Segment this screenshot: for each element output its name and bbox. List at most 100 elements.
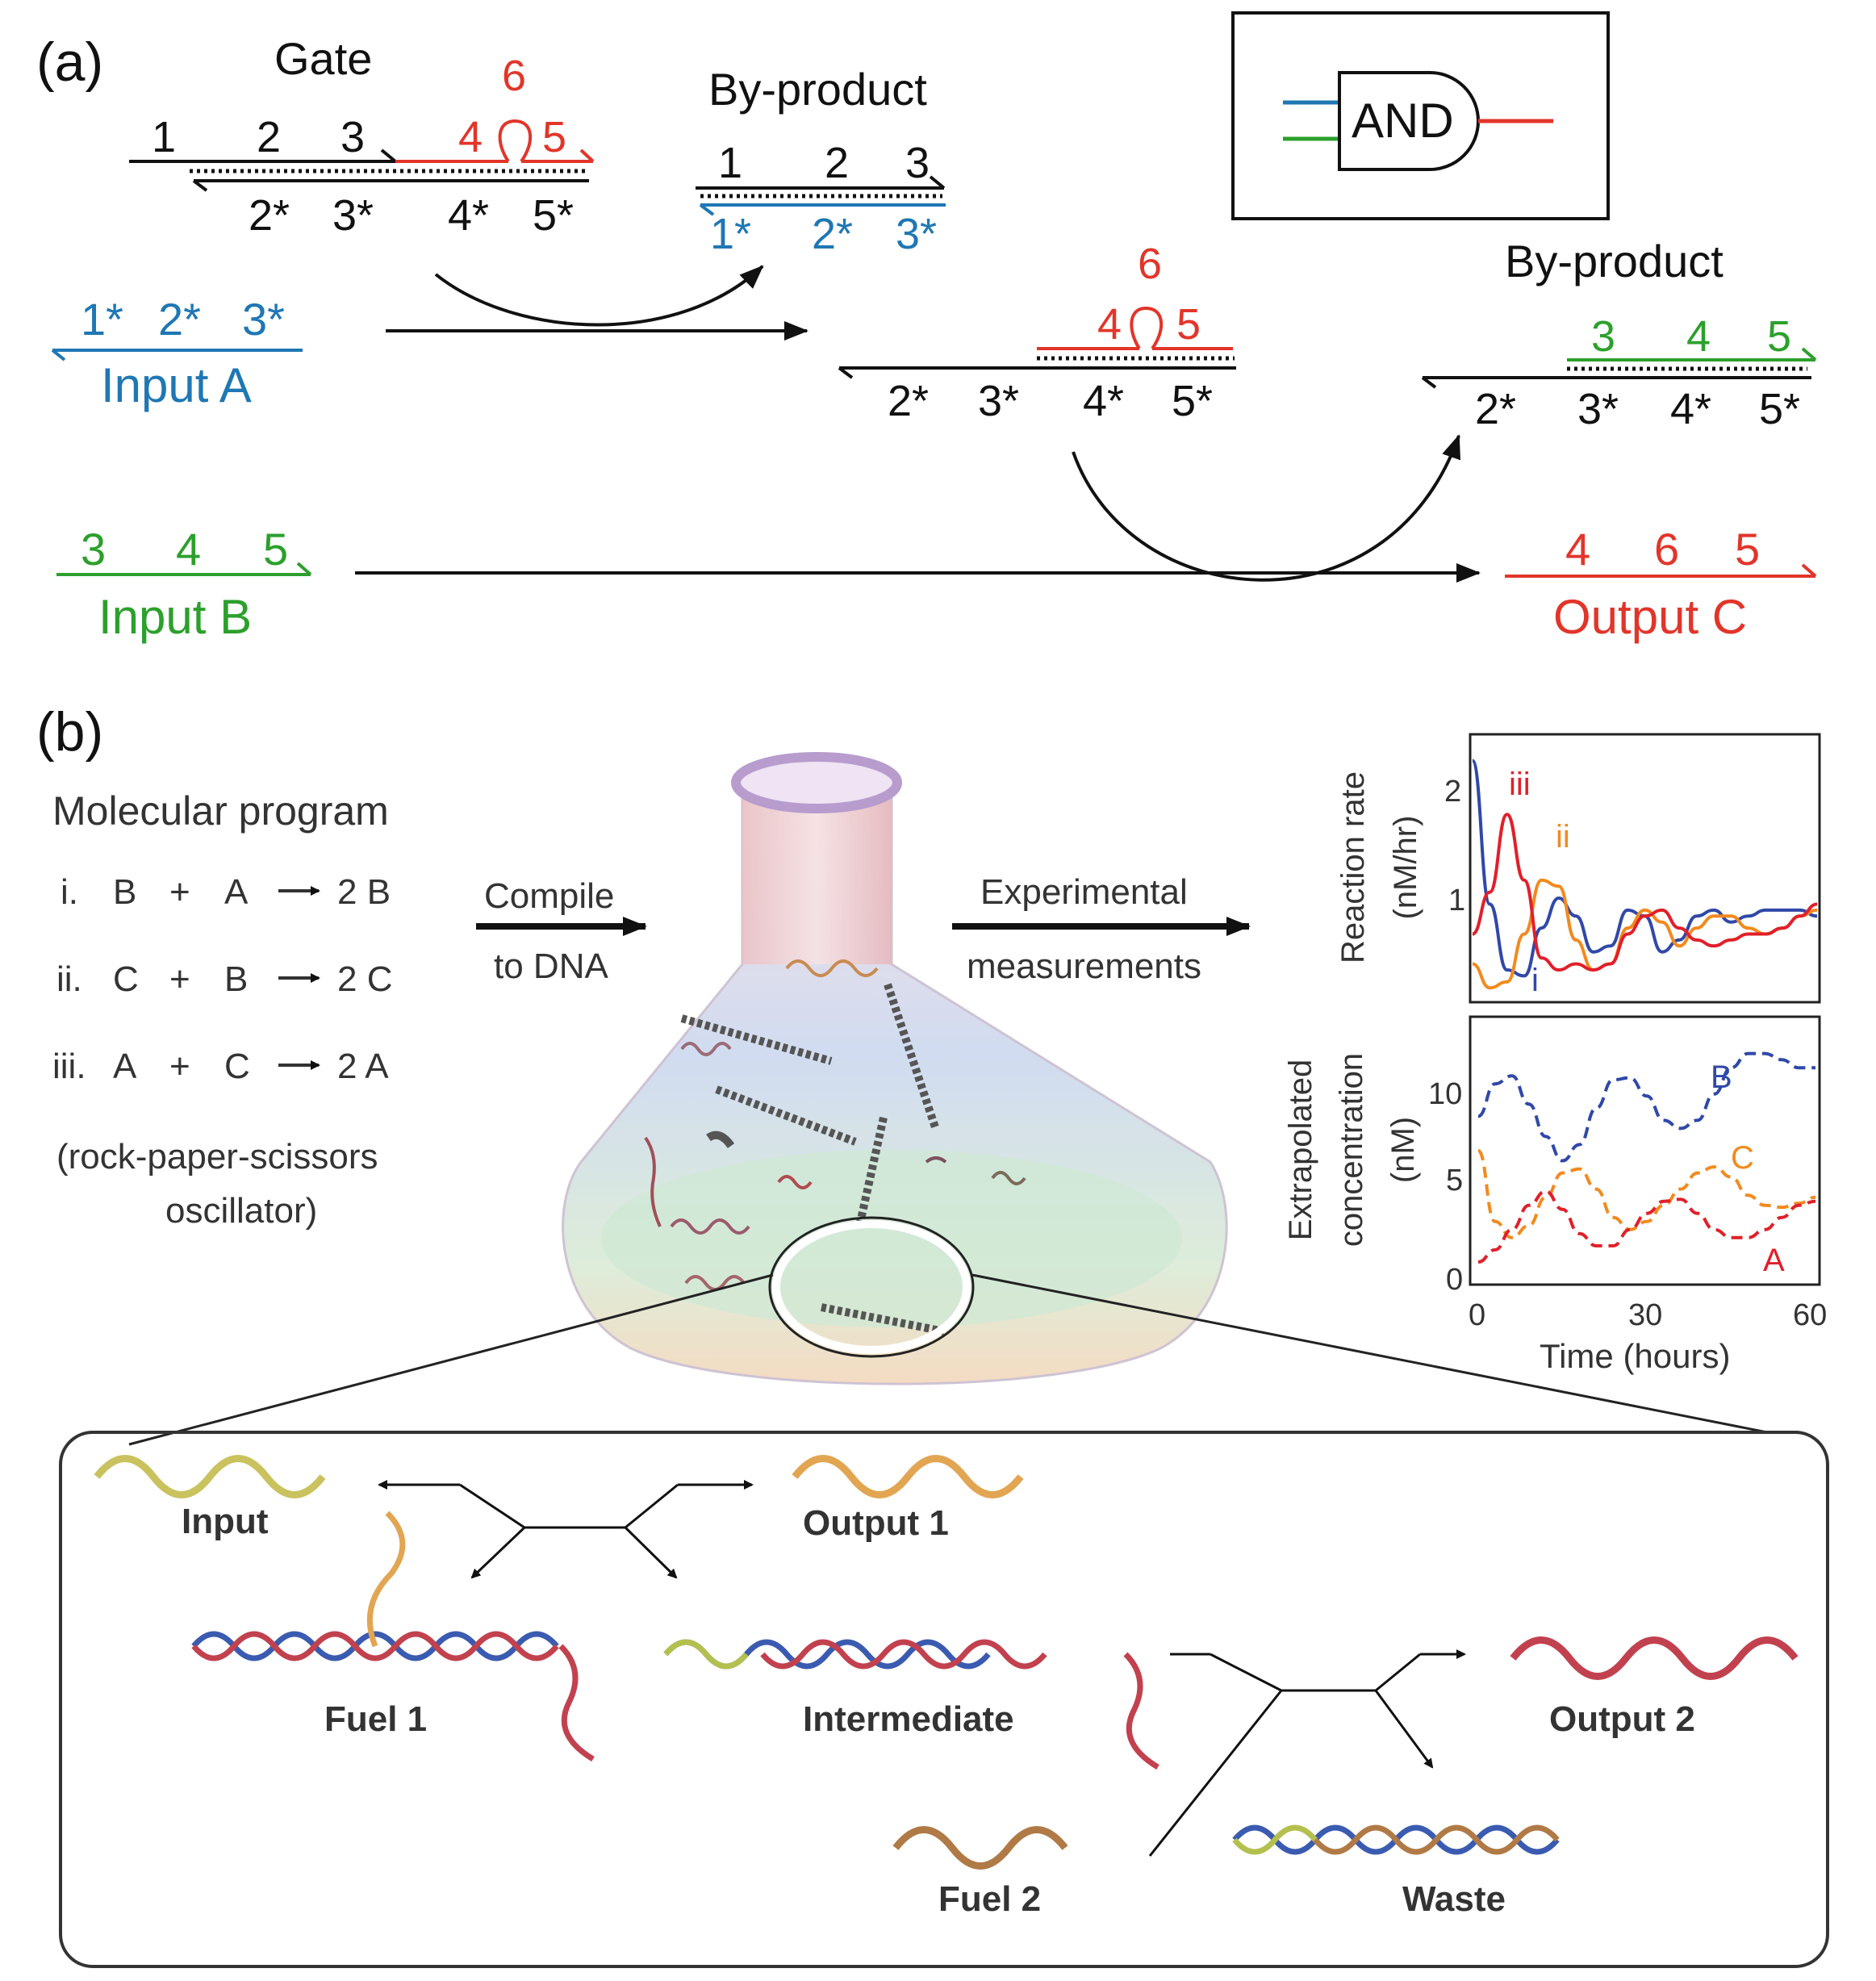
compile-line2: to DNA <box>494 947 608 986</box>
concentration-xtick-30: 30 <box>1628 1298 1662 1332</box>
intermediate-domain-2star: 2* <box>888 377 929 425</box>
reaction-ii: ii. C + B 2 C <box>56 959 392 999</box>
reaction-rate-frame <box>1469 733 1821 1004</box>
byproduct-2-domain-3star: 3* <box>1577 385 1619 433</box>
input-b-domain-5: 5 <box>263 524 288 575</box>
byproduct-1-domain-1: 1 <box>718 139 742 187</box>
reaction-iii-num: iii. <box>52 1047 86 1086</box>
byproduct-2-domain-3: 3 <box>1591 312 1615 361</box>
reaction-ii-product: 2 C <box>337 959 392 999</box>
zoom-waste-label: Waste <box>1402 1879 1506 1919</box>
byproduct-2-domain-5star: 5* <box>1759 385 1800 433</box>
input-a: 1* 2* 3* Input A <box>51 294 303 412</box>
molecular-program: Molecular program i. B + A 2 B ii. C + B… <box>52 788 392 1231</box>
input-b-domain-4: 4 <box>176 524 201 575</box>
waste-duplex-icon <box>1232 1824 1560 1855</box>
input-a-domain-1star: 1* <box>81 294 123 345</box>
conc-label-B: B <box>1711 1059 1732 1095</box>
zoom-box: Input Output 1 Fuel 1 Int <box>59 1431 1829 1968</box>
byproduct-1-domain-2star: 2* <box>812 210 853 258</box>
byproduct-2-title: By-product <box>1505 236 1723 286</box>
output-c-domain-6: 6 <box>1654 524 1679 575</box>
reaction-rate-series-ii <box>1472 878 1818 990</box>
byproduct-2-domain-2star: 2* <box>1475 385 1516 433</box>
zoom-fuel1-label: Fuel 1 <box>324 1699 427 1739</box>
program-note-line1: (rock-paper-scissors <box>56 1137 378 1176</box>
byproduct-2-domain-4: 4 <box>1686 312 1711 361</box>
input-strand-icon <box>94 1455 326 1498</box>
conc-label-C: C <box>1731 1140 1754 1176</box>
byproduct-1-domain-3: 3 <box>905 139 930 187</box>
output-c: 4 6 5 Output C <box>1505 524 1817 644</box>
zoom-output2-label: Output 2 <box>1549 1699 1695 1739</box>
reaction-ii-num: ii. <box>56 959 82 999</box>
byproduct-2-domain-4star: 4* <box>1670 385 1711 433</box>
reaction-rate-series-i <box>1471 759 1818 978</box>
reaction-i-r1: B <box>113 872 136 912</box>
gate-domain-3: 3 <box>341 113 365 161</box>
reaction-ii-r2: B <box>224 959 248 999</box>
panel-a-label: (a) <box>36 31 103 93</box>
gate-title: Gate <box>274 33 372 84</box>
reaction-rate-chart: Reaction rate (nM/hr) 2 1 iii ii i <box>1335 733 1821 1004</box>
intermediate-domain-4star: 4* <box>1083 377 1124 425</box>
concentration-ylabel-3: (nM) <box>1385 1117 1421 1183</box>
input-a-domain-2star: 2* <box>158 294 201 345</box>
reaction-ii-r1: C <box>113 959 139 999</box>
arrow-gate-to-byproduct <box>434 265 764 327</box>
concentration-ylabel-1: Extrapolated <box>1283 1059 1318 1241</box>
fuel2-strand-icon <box>892 1826 1068 1870</box>
concentration-series-A <box>1477 1189 1816 1264</box>
gate-domain-4: 4 <box>458 113 483 161</box>
byproduct-1-domain-3star: 3* <box>896 210 937 258</box>
compile-line1: Compile <box>484 876 614 916</box>
reaction-i-r2: A <box>224 872 249 912</box>
experimental-line1: Experimental <box>980 872 1188 912</box>
reaction-rate-ytick-1: 1 <box>1448 884 1465 917</box>
gate-domain-2star: 2* <box>249 191 290 240</box>
concentration-ylabel-2: concentration <box>1334 1053 1369 1247</box>
gate-domain-5: 5 <box>542 113 566 161</box>
concentration-ytick-10: 10 <box>1428 1077 1462 1111</box>
gate-domain-5star: 5* <box>533 191 574 240</box>
concentration-series-C <box>1477 1149 1816 1239</box>
concentration-xlabel: Time (hours) <box>1540 1337 1730 1375</box>
output2-strand-icon <box>1510 1636 1799 1680</box>
zoom-input-label: Input <box>182 1502 269 1541</box>
concentration-xtick-60: 60 <box>1793 1298 1827 1332</box>
concentration-ytick-5: 5 <box>1446 1164 1463 1197</box>
zoom-line-right <box>971 1273 1768 1434</box>
program-note-line2: oscillator) <box>165 1191 317 1231</box>
concentration-ytick-0: 0 <box>1446 1263 1463 1297</box>
intermediate-complex: 6 4 5 2* 3* 4* 5* <box>838 240 1236 425</box>
intermediate-duplex-icon <box>663 1639 1159 1770</box>
flask-illustration <box>562 752 1228 1385</box>
reaction-i-num: i. <box>61 872 78 912</box>
byproduct-1-title: By-product <box>708 64 927 115</box>
rate-label-iii: iii <box>1509 767 1531 802</box>
experimental-step: Experimental measurements <box>952 872 1251 986</box>
byproduct-2-domain-5: 5 <box>1767 312 1791 361</box>
output-c-name: Output C <box>1553 590 1747 644</box>
reaction-i-plus: + <box>169 872 190 912</box>
byproduct-1-domain-2: 2 <box>825 139 849 187</box>
concentration-xtick-0: 0 <box>1469 1298 1485 1332</box>
fuel1-duplex-icon <box>191 1511 595 1762</box>
input-a-domain-3star: 3* <box>242 294 285 345</box>
zoom-fuel2-label: Fuel 2 <box>938 1879 1041 1919</box>
conc-label-A: A <box>1763 1243 1785 1278</box>
concentration-series-B <box>1477 1051 1815 1163</box>
reaction-rate-ylabel-1: Reaction rate <box>1335 771 1371 963</box>
byproduct-1: By-product 1 2 3 1* 2* 3* <box>696 64 946 258</box>
gate-domain-2: 2 <box>257 113 281 161</box>
gate-domain-3star: 3* <box>332 191 374 240</box>
input-b-domain-3: 3 <box>81 524 106 575</box>
input-a-name: Input A <box>101 358 252 412</box>
output1-strand-icon <box>792 1455 1024 1498</box>
byproduct-2: By-product 3 4 5 2* 3* 4* 5* <box>1421 236 1817 433</box>
intermediate-loop-6: 6 <box>1138 240 1162 288</box>
reaction-iii-plus: + <box>169 1047 190 1086</box>
output-c-domain-4: 4 <box>1565 524 1590 575</box>
rate-label-i: i <box>1531 963 1539 998</box>
experimental-line2: measurements <box>967 947 1201 986</box>
